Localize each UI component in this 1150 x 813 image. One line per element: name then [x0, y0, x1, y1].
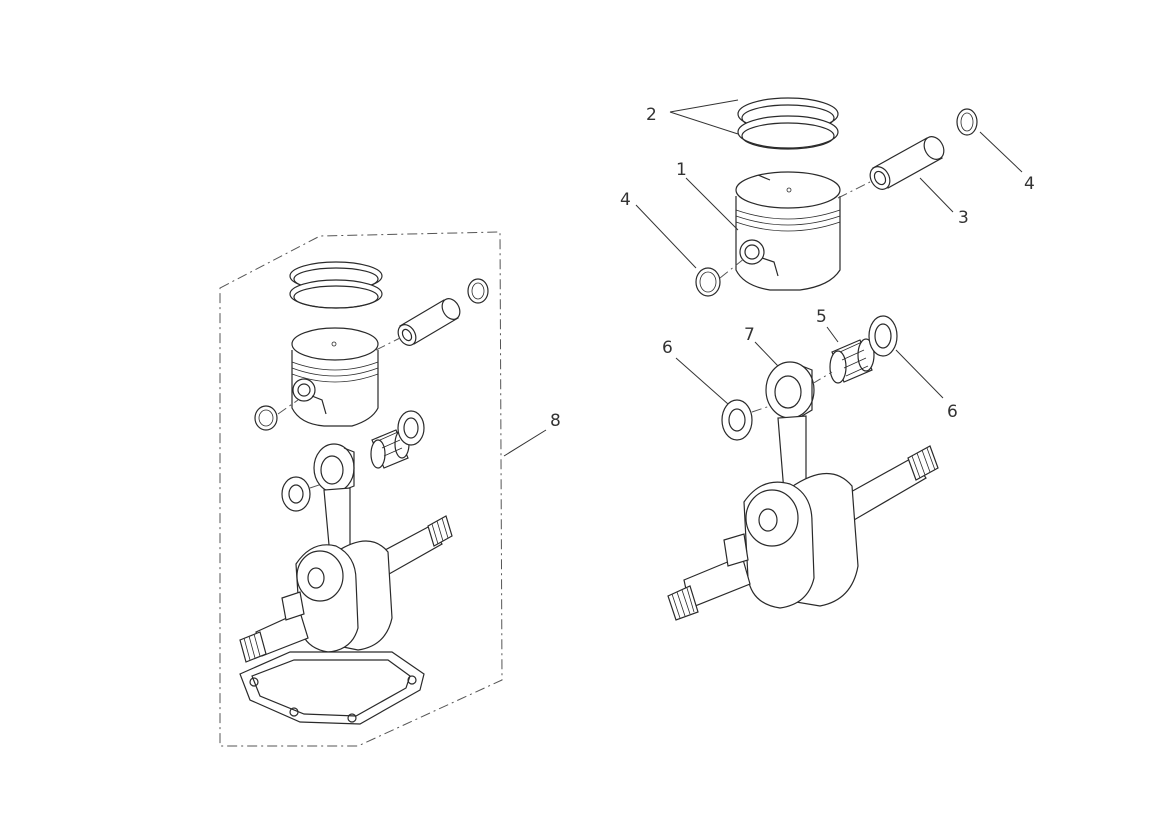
piston-rings: [737, 97, 839, 150]
kit-thrust-washer-right: [397, 410, 425, 446]
kit-gasket: [239, 651, 425, 725]
callout-6-left: 6: [662, 338, 673, 358]
kit-thrust-washer-left: [281, 476, 311, 512]
callout-6-right: 6: [947, 402, 958, 422]
piston: [735, 171, 841, 291]
circlip-left: [695, 267, 721, 297]
kit-piston-pin: [397, 298, 461, 346]
circlip-right: [956, 108, 978, 136]
kit-circlip-right: [467, 278, 489, 304]
thrust-washer-right: [868, 315, 898, 357]
kit-piston: [291, 327, 379, 427]
callout-3: 3: [958, 208, 969, 228]
right-assembly: [635, 97, 1023, 621]
kit-connecting-rod-small-end: [313, 443, 355, 493]
callout-5: 5: [816, 307, 827, 327]
left-kit-assembly: [219, 231, 547, 747]
kit-crankshaft: [239, 487, 453, 663]
needle-bearing: [829, 338, 875, 384]
piston-pin: [869, 136, 945, 190]
crankshaft: [667, 415, 939, 621]
kit-needle-bearing: [370, 429, 410, 469]
callout-4-left: 4: [620, 190, 631, 210]
callout-1: 1: [676, 160, 687, 180]
kit-piston-rings: [289, 261, 383, 309]
callout-4-right: 4: [1024, 174, 1035, 194]
connecting-rod-small-end: [765, 361, 815, 419]
callout-7: 7: [744, 325, 755, 345]
callout-2: 2: [646, 105, 657, 125]
kit-circlip-left: [254, 405, 278, 431]
callout-8: 8: [550, 411, 561, 431]
kit-boundary: [219, 231, 503, 747]
thrust-washer-left: [721, 399, 753, 441]
